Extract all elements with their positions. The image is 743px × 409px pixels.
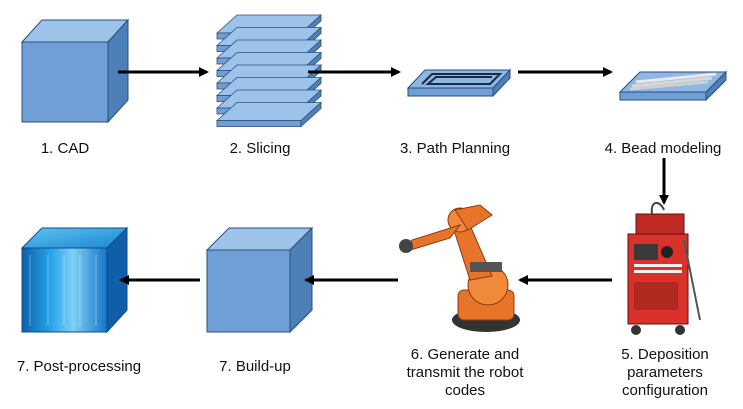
- cad-cube-icon: [20, 18, 130, 124]
- step-2-label: 2. Slicing: [229, 140, 291, 157]
- slice-layer: [215, 101, 323, 128]
- step-5-label-line-1: 5. Deposition: [621, 346, 709, 363]
- step-5-label-line-2: parameters: [627, 364, 703, 381]
- step-1-label: 1. CAD: [40, 140, 90, 157]
- robot-arm-icon: [399, 204, 520, 332]
- step-8-label: 7. Post-processing: [16, 358, 142, 375]
- build-cube-icon: [205, 226, 314, 334]
- welding-machine-icon: [627, 202, 701, 335]
- step-6-label: 6. Generate and transmit the robot codes: [390, 346, 540, 400]
- bead-plate-icon: [618, 70, 728, 102]
- step-5-label-line-3: configuration: [622, 382, 708, 399]
- path-plate-icon: [406, 68, 512, 98]
- step-7-label: 7. Build-up: [219, 358, 291, 375]
- step-4-label: 4. Bead modeling: [604, 140, 722, 157]
- flow-arrows: [118, 67, 669, 285]
- step-6-label-line-1: 6. Generate and: [410, 346, 520, 363]
- step-5-label: 5. Deposition parameters configuration: [600, 346, 730, 400]
- step-3-label: 3. Path Planning: [399, 140, 511, 157]
- slices-icon: [215, 14, 323, 128]
- step-6-label-line-3: codes: [444, 382, 486, 399]
- finished-part-icon: [20, 226, 129, 334]
- step-6-label-line-2: transmit the robot: [406, 364, 524, 381]
